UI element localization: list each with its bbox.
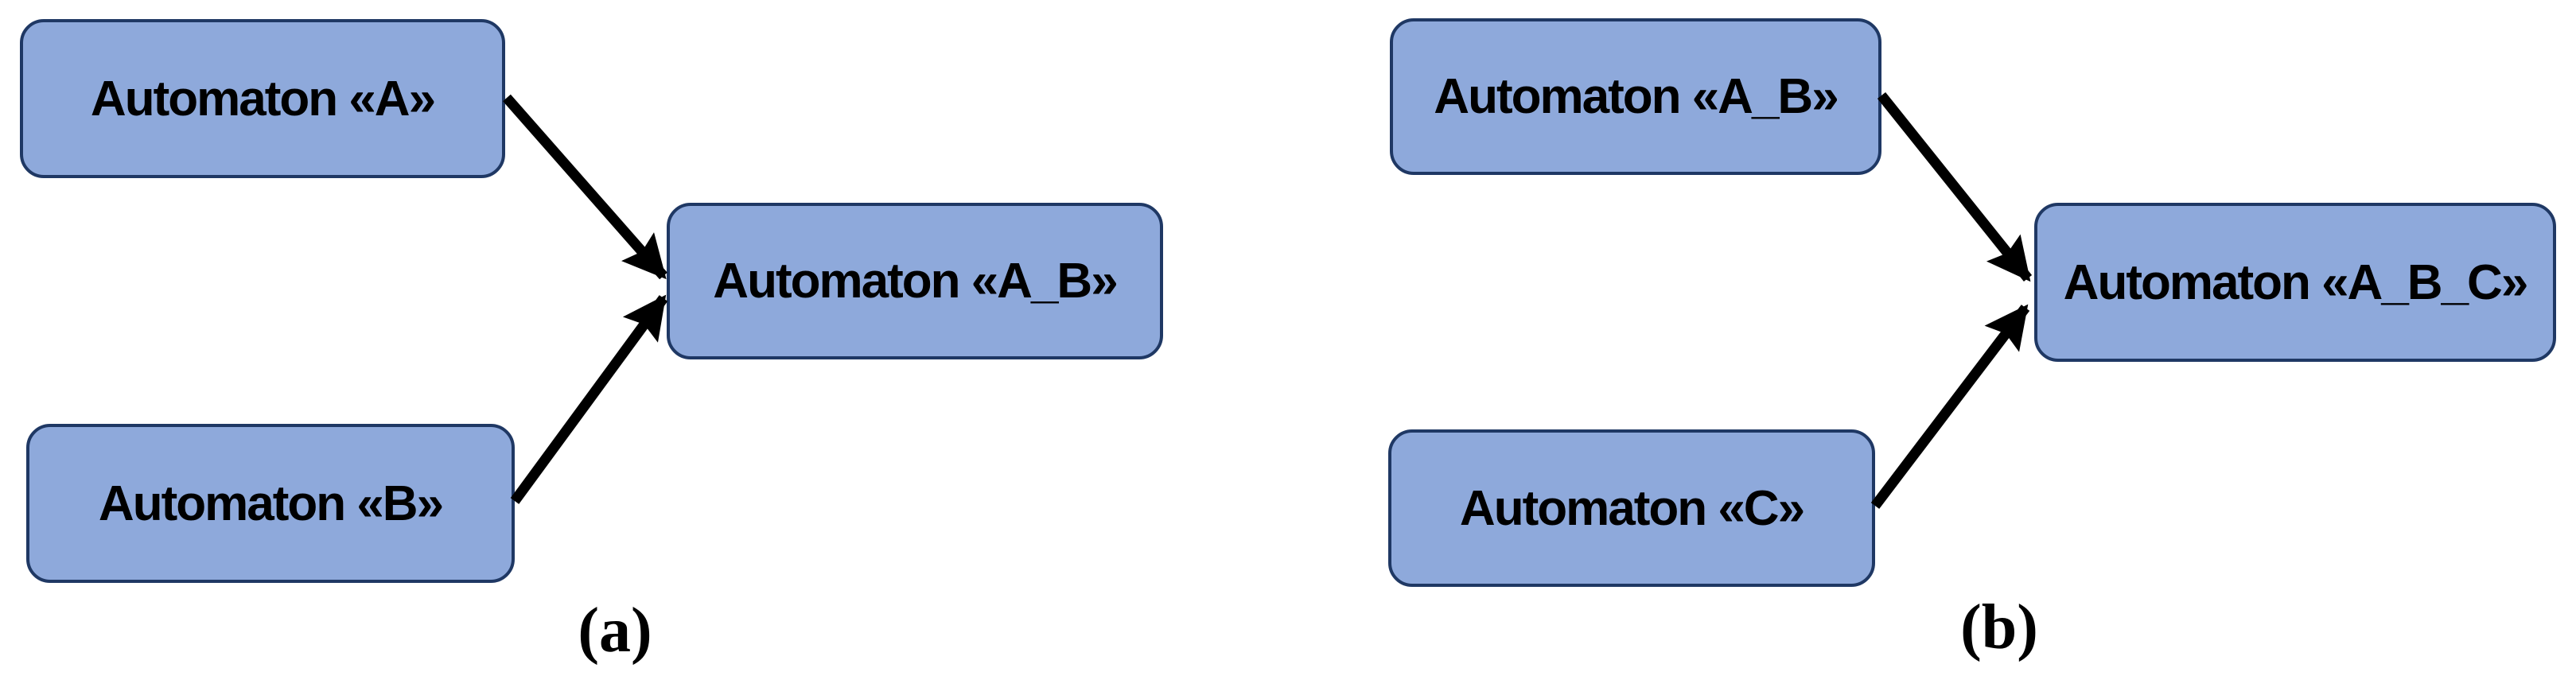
node-automaton-a: Automaton «A» <box>20 19 505 178</box>
node-automaton-a-b-label: Automaton «A_B» <box>713 254 1118 309</box>
edge-b-to-a_b-arrow <box>510 294 668 504</box>
node-automaton-a-b-c: Automaton «A_B_C» <box>2034 203 2556 362</box>
node-automaton-c-label: Automaton «C» <box>1459 480 1805 536</box>
node-automaton-a-b: Automaton «A_B» <box>667 203 1163 359</box>
caption-a: (a) <box>578 596 652 666</box>
node-automaton-c: Automaton «C» <box>1388 429 1875 587</box>
node-automaton-a-b-source: Automaton «A_B» <box>1390 18 1881 175</box>
edge-a_b-to-a_b_c-arrow <box>1877 91 2033 282</box>
node-automaton-a-label: Automaton «A» <box>90 71 436 126</box>
edge-a-to-a_b-arrow <box>503 94 667 280</box>
edge-c-to-a_b_c-arrow <box>1870 304 2030 509</box>
node-automaton-b: Automaton «B» <box>26 424 515 583</box>
caption-b: (b) <box>1960 592 2038 662</box>
node-automaton-a-b-c-label: Automaton «A_B_C» <box>2063 254 2529 310</box>
node-automaton-a-b-source-label: Automaton «A_B» <box>1434 69 1839 124</box>
node-automaton-b-label: Automaton «B» <box>98 476 444 531</box>
